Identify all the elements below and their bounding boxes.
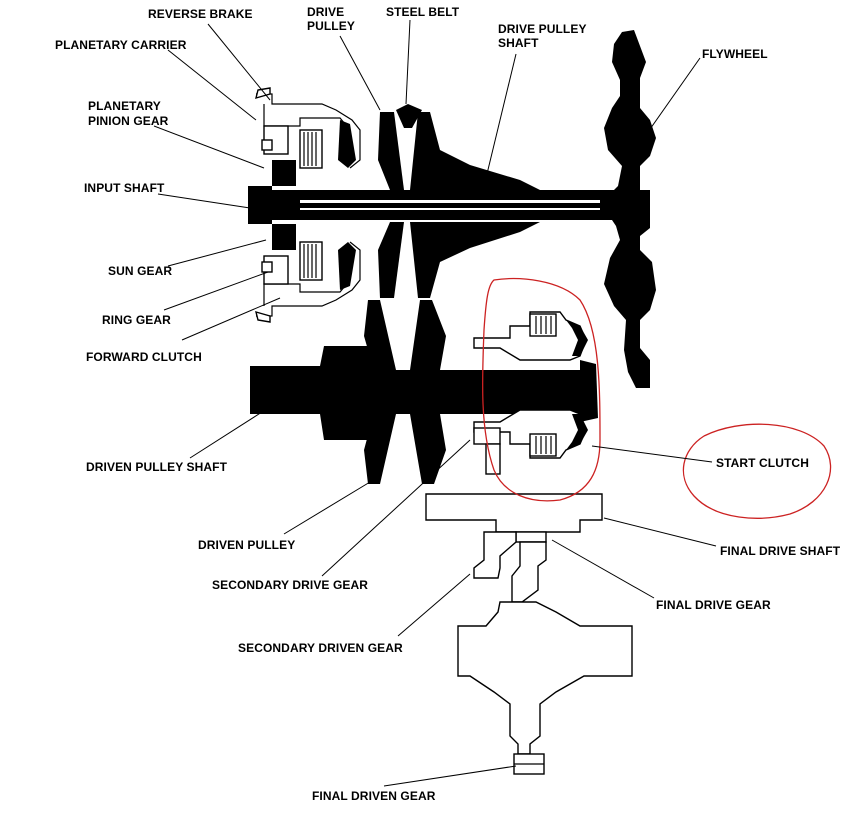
driven-pulley [364, 300, 446, 484]
label-drive-pulley-shaft-line2: SHAFT [498, 36, 539, 50]
label-start-clutch: START CLUTCH [716, 456, 809, 470]
label-drive-pulley-shaft-line1: DRIVE PULLEY [498, 22, 587, 36]
label-forward-clutch: FORWARD CLUTCH [86, 350, 202, 364]
final-drive-gear [515, 531, 547, 543]
label-planetary-pinion-gear-line1: PLANETARY [88, 99, 161, 113]
label-final-drive-shaft: FINAL DRIVE SHAFT [720, 544, 841, 558]
label-drive-pulley-line2: PULLEY [307, 19, 355, 33]
label-final-drive-gear: FINAL DRIVE GEAR [656, 598, 771, 612]
label-secondary-drive-gear: SECONDARY DRIVE GEAR [212, 578, 368, 592]
input-shaft [248, 186, 650, 224]
label-final-driven-gear: FINAL DRIVEN GEAR [312, 789, 436, 803]
red-highlight-marks [481, 277, 832, 519]
drive-pulley [378, 112, 540, 298]
label-driven-pulley-shaft: DRIVEN PULLEY SHAFT [86, 460, 228, 474]
label-input-shaft: INPUT SHAFT [84, 181, 165, 195]
secondary-driven-gear [473, 531, 517, 579]
labels: REVERSE BRAKE DRIVE PULLEY STEEL BELT DR… [55, 5, 841, 803]
steel-belt [396, 104, 422, 128]
label-secondary-driven-gear: SECONDARY DRIVEN GEAR [238, 641, 403, 655]
label-flywheel: FLYWHEEL [702, 47, 768, 61]
driven-pulley-shaft [250, 346, 598, 440]
start-clutch-highlight-circle [481, 277, 601, 502]
secondary-drive-gear [473, 427, 501, 475]
label-planetary-carrier: PLANETARY CARRIER [55, 38, 187, 52]
label-planetary-pinion-gear-line2: PINION GEAR [88, 114, 169, 128]
start-clutch [473, 311, 588, 459]
start-clutch-label-circle [682, 423, 832, 519]
final-drive-shaft [425, 493, 603, 533]
leader-lines [153, 19, 717, 787]
label-sun-gear: SUN GEAR [108, 264, 172, 278]
differential-assembly [457, 541, 633, 775]
label-reverse-brake: REVERSE BRAKE [148, 7, 253, 21]
label-drive-pulley-line1: DRIVE [307, 5, 344, 19]
label-steel-belt: STEEL BELT [386, 5, 460, 19]
label-driven-pulley: DRIVEN PULLEY [198, 538, 295, 552]
planetary-gear-set [255, 87, 361, 323]
label-ring-gear: RING GEAR [102, 313, 171, 327]
